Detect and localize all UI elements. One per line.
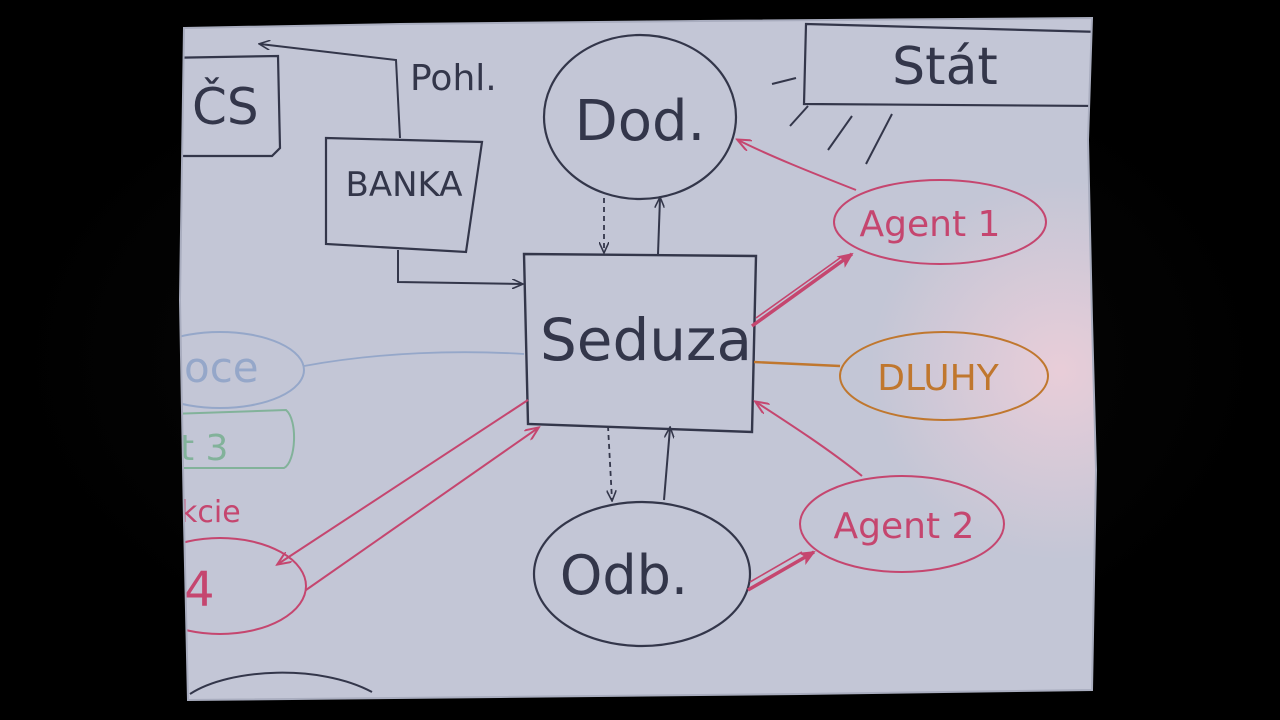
left-bottom-pink-ellipse: 4 xyxy=(180,537,307,635)
dluhy-label: DLUHY xyxy=(877,358,999,399)
agent2-to-seduza-arrow xyxy=(756,402,863,477)
seduza-to-dod-arrow xyxy=(658,198,660,255)
left-green-agent: t 3 xyxy=(180,408,296,469)
dluhy-node: DLUHY xyxy=(839,331,1049,421)
left-faded-ellipse-label: oce xyxy=(184,343,259,392)
seduza-to-agent1-arrow xyxy=(750,252,854,328)
left-faded-ellipse: oce xyxy=(180,331,305,409)
odb-node: Odb. xyxy=(532,500,752,648)
stat-label: Stát xyxy=(892,37,998,97)
paper-sheet xyxy=(180,18,1096,700)
banka-label: BANKA xyxy=(346,165,463,205)
agent1-label: Agent 1 xyxy=(860,204,1001,245)
dod-label: Dod. xyxy=(575,89,706,154)
dod-node: Dod. xyxy=(542,33,738,201)
ces-box: ČS xyxy=(180,54,282,158)
odb-label: Odb. xyxy=(560,544,688,607)
odb-to-seduza-arrow xyxy=(663,428,670,501)
seduza-to-odb-dashed-arrow xyxy=(608,425,612,500)
agent2-node: Agent 2 xyxy=(799,475,1005,573)
agent2-label: Agent 2 xyxy=(834,506,975,547)
left-agent-to-seduza-arrow xyxy=(305,428,538,591)
agent1-node: Agent 1 xyxy=(833,179,1047,265)
agent1-to-dod-arrow xyxy=(738,140,857,191)
seduza-box: Seduza xyxy=(522,252,758,434)
seduza-label: Seduza xyxy=(540,306,752,374)
stat-box: Stát xyxy=(771,22,1096,165)
banka-to-ces-arrow xyxy=(260,44,401,139)
odb-to-agent2-arrow xyxy=(747,550,816,592)
banka-box: BANKA xyxy=(324,136,484,254)
left-faded-connector xyxy=(303,351,525,367)
pohl-label: Pohl. xyxy=(410,58,497,99)
seduza-to-left-agent-arrow xyxy=(278,399,529,564)
ces-label: ČS xyxy=(192,77,259,136)
paper-edge xyxy=(178,16,1098,702)
left-bottom-pink-label: 4 xyxy=(184,562,215,618)
dluhy-to-seduza-line xyxy=(753,360,841,368)
bottom-left-ellipse-fragment xyxy=(189,671,373,695)
banka-to-seduza-arrow xyxy=(397,250,522,284)
left-green-agent-label: t 3 xyxy=(180,428,228,469)
left-akcie-label: kcie xyxy=(180,495,241,530)
